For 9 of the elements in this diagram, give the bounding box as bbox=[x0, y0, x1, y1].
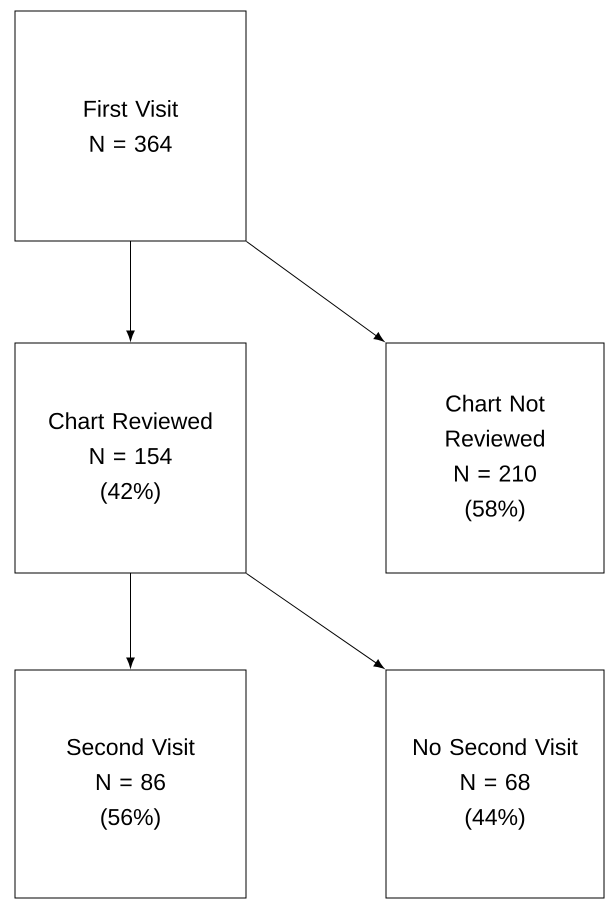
arrow bbox=[246, 241, 384, 342]
process-box: Chart Reviewed N = 154 (42%) bbox=[14, 342, 246, 574]
process-box: First Visit N = 364 bbox=[14, 10, 246, 242]
process-box: Chart Not Reviewed N = 210 (58%) bbox=[386, 342, 604, 574]
arrow bbox=[126, 573, 135, 668]
arrow bbox=[126, 241, 135, 341]
process-box: Second Visit N = 86 (56%) bbox=[14, 670, 246, 898]
process-box: No Second Visit N = 68 (44%) bbox=[386, 670, 604, 898]
arrow bbox=[246, 573, 384, 669]
